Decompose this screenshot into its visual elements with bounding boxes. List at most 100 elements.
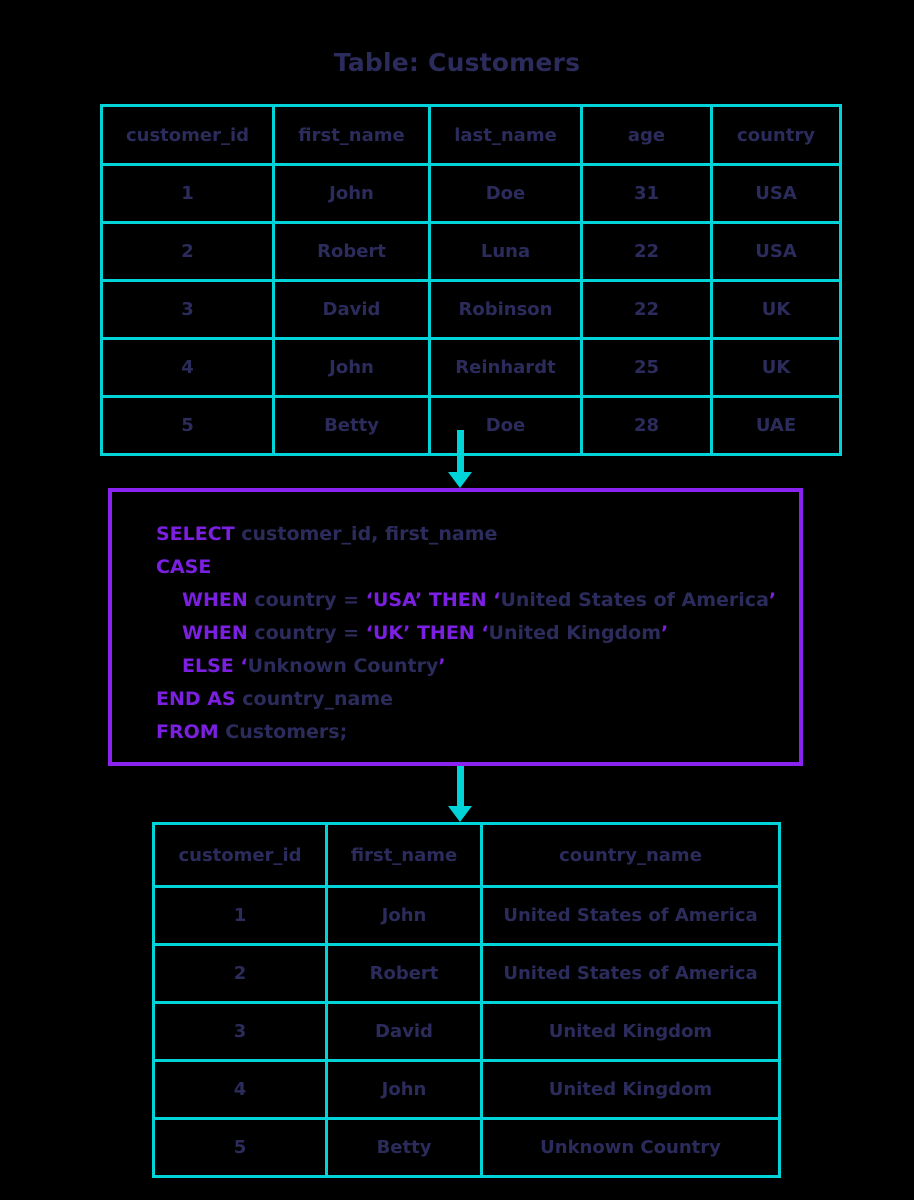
sql-quote: ‘ [493,589,501,611]
result-table-cell: John [325,1059,483,1120]
sql-keyword: WHEN [182,589,248,611]
sql-text: country = [247,622,366,644]
sql-quote: ’ [768,589,777,611]
result-table-cell: Unknown Country [480,1117,781,1178]
customers-table-cell: 1 [100,163,275,224]
sql-line: WHEN country = ‘USA’ THEN ‘United States… [156,584,799,617]
sql-line: SELECT customer_id, first_name [156,518,799,551]
customers-table-column-header: country [710,104,842,166]
customers-table-cell: David [272,279,431,340]
sql-keyword: END AS [156,688,236,710]
arrow-query-to-result-icon [440,766,480,824]
customers-table-cell: Doe [428,163,583,224]
customers-table-cell: Luna [428,221,583,282]
result-table-cell: United States of America [480,943,781,1004]
sql-keyword: WHEN [182,622,248,644]
customers-table-cell: USA [710,221,842,282]
page-title: Table: Customers [333,48,581,77]
customers-table-cell: USA [710,163,842,224]
sql-keyword: THEN [428,589,487,611]
sql-text: customer_id, first_name [234,523,498,545]
customers-table-cell: 22 [580,279,713,340]
customers-table-cell: 28 [580,395,713,456]
sql-quote: ‘ [481,622,489,644]
customers-table-cell: UK [710,337,842,398]
result-table-cell: United Kingdom [480,1001,781,1062]
customers-table-cell: 25 [580,337,713,398]
customers-table-cell: 3 [100,279,275,340]
arrow-head [448,472,472,488]
customers-table-cell: 2 [100,221,275,282]
sql-keyword: ELSE [182,655,234,677]
sql-text: United Kingdom [488,622,662,644]
result-table-cell: 2 [152,943,328,1004]
customers-table-cell: 22 [580,221,713,282]
customers-table-column-header: last_name [428,104,583,166]
customers-table-cell: Robinson [428,279,583,340]
sql-line: END AS country_name [156,683,799,716]
result-table-cell: 5 [152,1117,328,1178]
sql-text: Unknown Country [247,655,439,677]
customers-table-column-header: customer_id [100,104,275,166]
customers-table-column-header: first_name [272,104,431,166]
sql-literal: ‘UK’ [365,622,411,644]
result-table-column-header: customer_id [152,822,328,888]
result-table-cell: United States of America [480,885,781,946]
customers-table-cell: 31 [580,163,713,224]
result-table-column-header: country_name [480,822,781,888]
result-table-column-header: first_name [325,822,483,888]
customers-table-cell: Robert [272,221,431,282]
customers-table-cell: John [272,337,431,398]
result-table-cell: United Kingdom [480,1059,781,1120]
customers-table-cell: Reinhardt [428,337,583,398]
sql-text [422,589,429,611]
sql-quote: ’ [661,622,669,644]
sql-text: United States of America [500,589,769,611]
sql-literal: ‘USA’ [365,589,423,611]
sql-line: WHEN country = ‘UK’ THEN ‘United Kingdom… [156,617,799,650]
customers-table-cell: UAE [710,395,842,456]
sql-text [410,622,417,644]
customers-table-cell: Doe [428,395,583,456]
sql-text: country_name [235,688,394,710]
arrow-shaft [457,766,464,808]
result-table-cell: 1 [152,885,328,946]
sql-keyword: CASE [156,556,212,578]
result-table-cell: David [325,1001,483,1062]
customers-table-cell: John [272,163,431,224]
sql-line: FROM Customers; [156,716,799,749]
customers-table-cell: Betty [272,395,431,456]
result-table-cell: 3 [152,1001,328,1062]
sql-text: country = [247,589,366,611]
result-table-cell: John [325,885,483,946]
customers-table-column-header: age [580,104,713,166]
customers-table-cell: 5 [100,395,275,456]
sql-line: CASE [156,551,799,584]
arrow-shaft [457,430,464,474]
sql-quote: ’ [438,655,446,677]
arrow-table-to-query-icon [440,430,480,490]
arrow-head [448,806,472,822]
customers-table-cell: UK [710,279,842,340]
result-table-cell: Betty [325,1117,483,1178]
sql-text: Customers; [218,721,348,743]
sql-quote: ‘ [240,655,248,677]
sql-keyword: FROM [156,721,219,743]
